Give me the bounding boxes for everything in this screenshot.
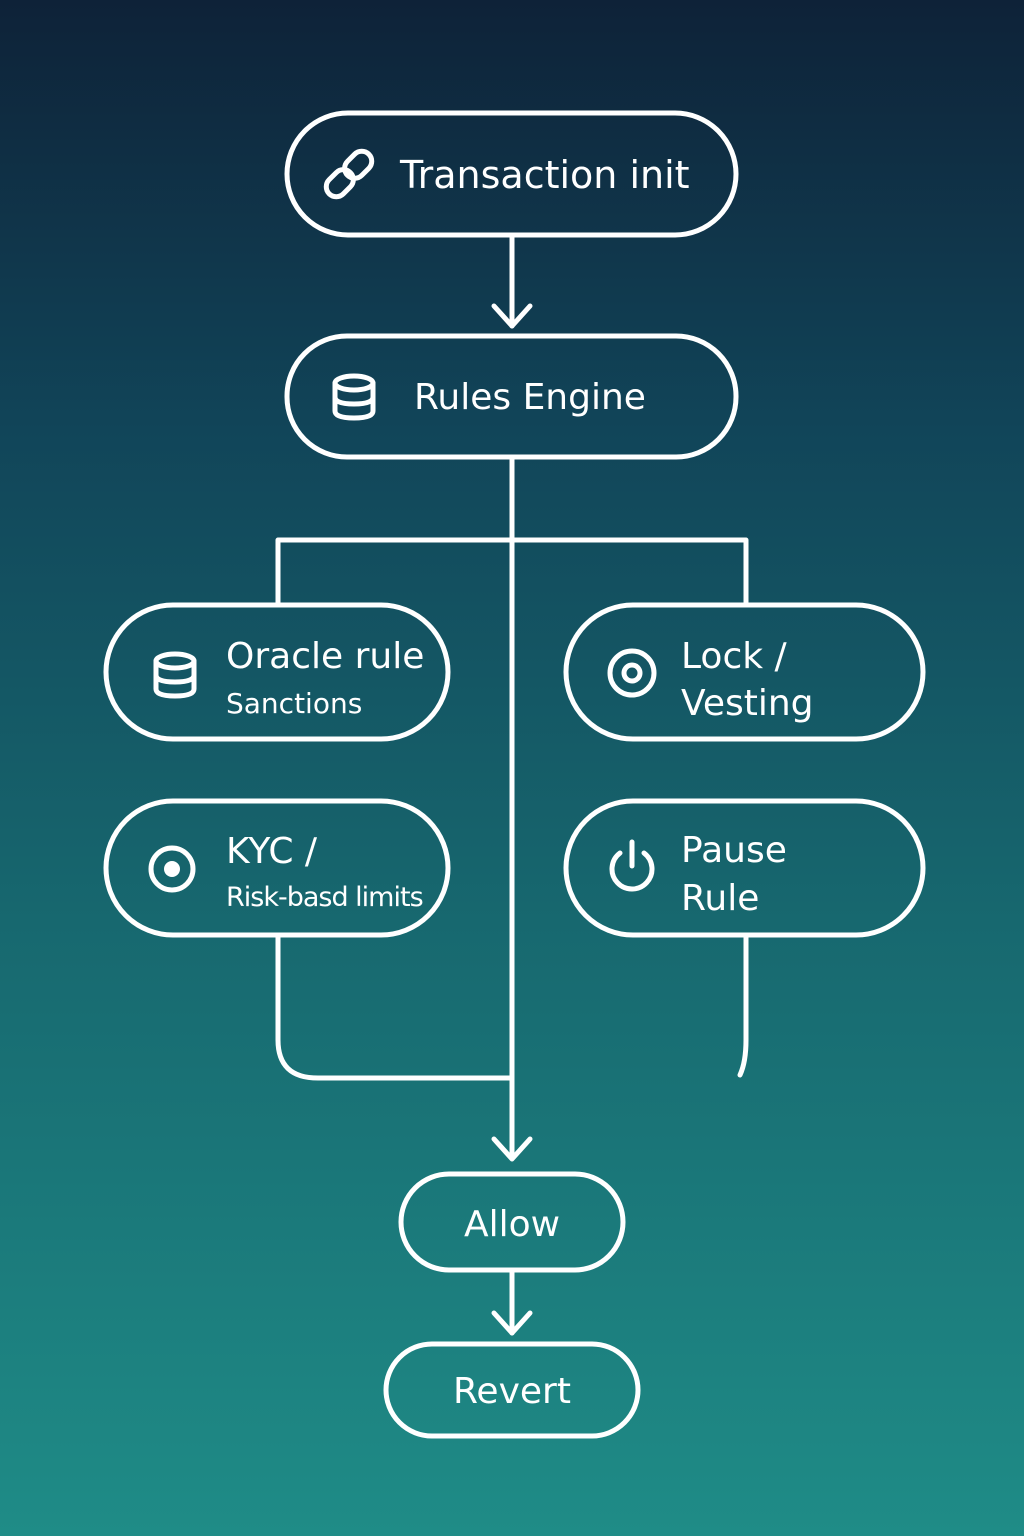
- link-icon: [323, 148, 375, 200]
- node-kyc-box: [103, 798, 451, 938]
- node-kyc-line1: KYC /: [226, 831, 318, 872]
- power-icon: [609, 839, 655, 892]
- node-lock-vesting-box: [563, 602, 926, 742]
- node-rules-engine-label: Rules Engine: [414, 377, 646, 418]
- node-kyc: KYC / Risk-basd limits: [103, 798, 451, 938]
- node-lock-vesting-line2: Vesting: [681, 683, 814, 724]
- node-pause-rule-line2: Rule: [681, 878, 759, 919]
- node-lock-vesting: Lock / Vesting: [563, 602, 926, 742]
- node-revert-box: [383, 1341, 641, 1439]
- node-allow: Allow: [398, 1171, 626, 1273]
- node-allow-box: [398, 1171, 626, 1273]
- target-icon: [148, 845, 196, 893]
- node-revert: Revert: [383, 1341, 641, 1439]
- connectors: [275, 233, 749, 1336]
- connector-branch-bar: [275, 537, 749, 606]
- node-rules-engine: Rules Engine: [284, 333, 739, 460]
- arrowhead-engine: [491, 303, 533, 329]
- node-pause-rule-box: [563, 798, 926, 938]
- node-allow-label: Allow: [464, 1204, 560, 1245]
- database-icon: [332, 373, 376, 421]
- node-transaction-init-box: [284, 110, 739, 238]
- node-oracle-rule-box: [103, 602, 451, 742]
- arrowhead-allow: [491, 1136, 533, 1162]
- node-rules-engine-box: [284, 333, 739, 460]
- node-transaction-init: Transaction init: [284, 110, 739, 238]
- connector-kyc-return: [275, 934, 515, 1081]
- node-kyc-line2: Risk-basd limits: [226, 882, 423, 913]
- node-transaction-init-label: Transaction init: [399, 153, 690, 197]
- arrowhead-revert: [491, 1310, 533, 1336]
- database-icon: [153, 651, 197, 699]
- node-pause-rule: Pause Rule: [563, 798, 926, 938]
- node-lock-vesting-line1: Lock /: [681, 636, 788, 677]
- node-pause-rule-line1: Pause: [681, 830, 787, 871]
- node-oracle-rule-subtitle: Sanctions: [226, 687, 362, 720]
- node-revert-label: Revert: [453, 1371, 571, 1412]
- node-oracle-rule: Oracle rule Sanctions: [103, 602, 451, 742]
- connector-pause-tail: [737, 934, 749, 1078]
- node-oracle-rule-title: Oracle rule: [226, 636, 424, 677]
- target-icon: [607, 648, 657, 698]
